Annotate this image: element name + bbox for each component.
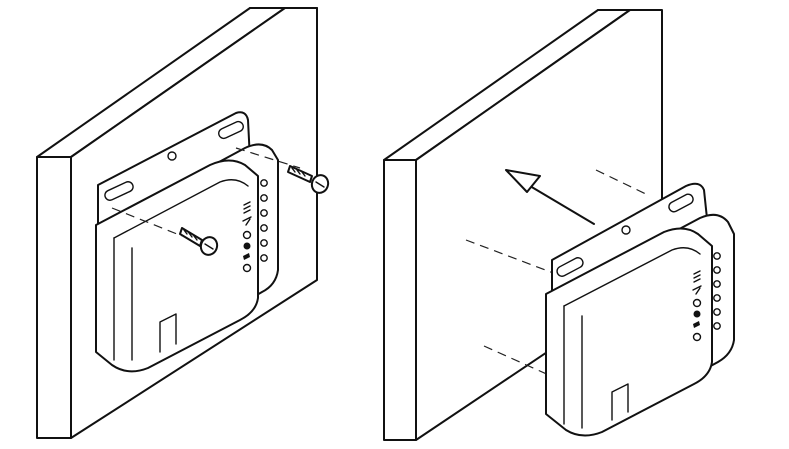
left-panel-screw-mounting (36, 7, 330, 439)
power-symbol-icon (243, 253, 250, 260)
power-symbol-icon (693, 321, 700, 328)
led-indicator-icon (260, 224, 268, 232)
status-dot-icon (693, 310, 701, 318)
right-device (545, 213, 735, 437)
right-bracket-slot-1 (556, 257, 584, 277)
led-indicator-icon (713, 266, 721, 274)
left-front-symbols (242, 201, 252, 273)
button-symbol-icon (692, 332, 702, 342)
led-indicator-icon (260, 194, 268, 202)
left-device-top-edge (113, 179, 249, 239)
network-symbol-icon (692, 285, 702, 295)
led-indicator-icon (713, 322, 721, 330)
status-symbol-icon (692, 298, 702, 308)
right-guide-lines (465, 169, 651, 381)
led-indicator-icon (260, 209, 268, 217)
left-led-column (260, 179, 268, 262)
right-panel-adhesive-mounting (383, 9, 735, 441)
led-indicator-icon (260, 254, 268, 262)
led-indicator-icon (260, 239, 268, 247)
wifi-symbol-icon (693, 270, 701, 283)
left-bracket-hole (167, 151, 177, 161)
right-led-column (713, 252, 721, 330)
left-device-notch (159, 313, 177, 353)
arrow-icon (505, 169, 595, 225)
left-bracket-slot-1 (104, 181, 134, 201)
left-bracket-slot-2 (218, 120, 244, 140)
right-bracket-hole (621, 225, 631, 235)
right-device-notch (611, 383, 629, 421)
wifi-symbol-icon (243, 201, 251, 214)
left-guide-line-1 (111, 207, 183, 237)
led-indicator-icon (713, 294, 721, 302)
screw-icon (287, 165, 330, 194)
left-guide-line-2 (235, 147, 301, 169)
led-indicator-icon (260, 179, 268, 187)
led-indicator-icon (713, 308, 721, 316)
status-dot-icon (243, 242, 251, 250)
right-front-symbols (692, 270, 702, 342)
led-indicator-icon (713, 252, 721, 260)
left-device-body (95, 159, 259, 373)
button-symbol-icon (242, 263, 252, 273)
right-bracket-slot-2 (668, 193, 694, 213)
right-device-body (545, 227, 713, 437)
status-symbol-icon (242, 230, 252, 240)
led-indicator-icon (713, 280, 721, 288)
right-wall (383, 9, 663, 441)
right-wall-face (415, 9, 663, 441)
screw-icon (179, 227, 219, 256)
network-symbol-icon (242, 216, 252, 226)
